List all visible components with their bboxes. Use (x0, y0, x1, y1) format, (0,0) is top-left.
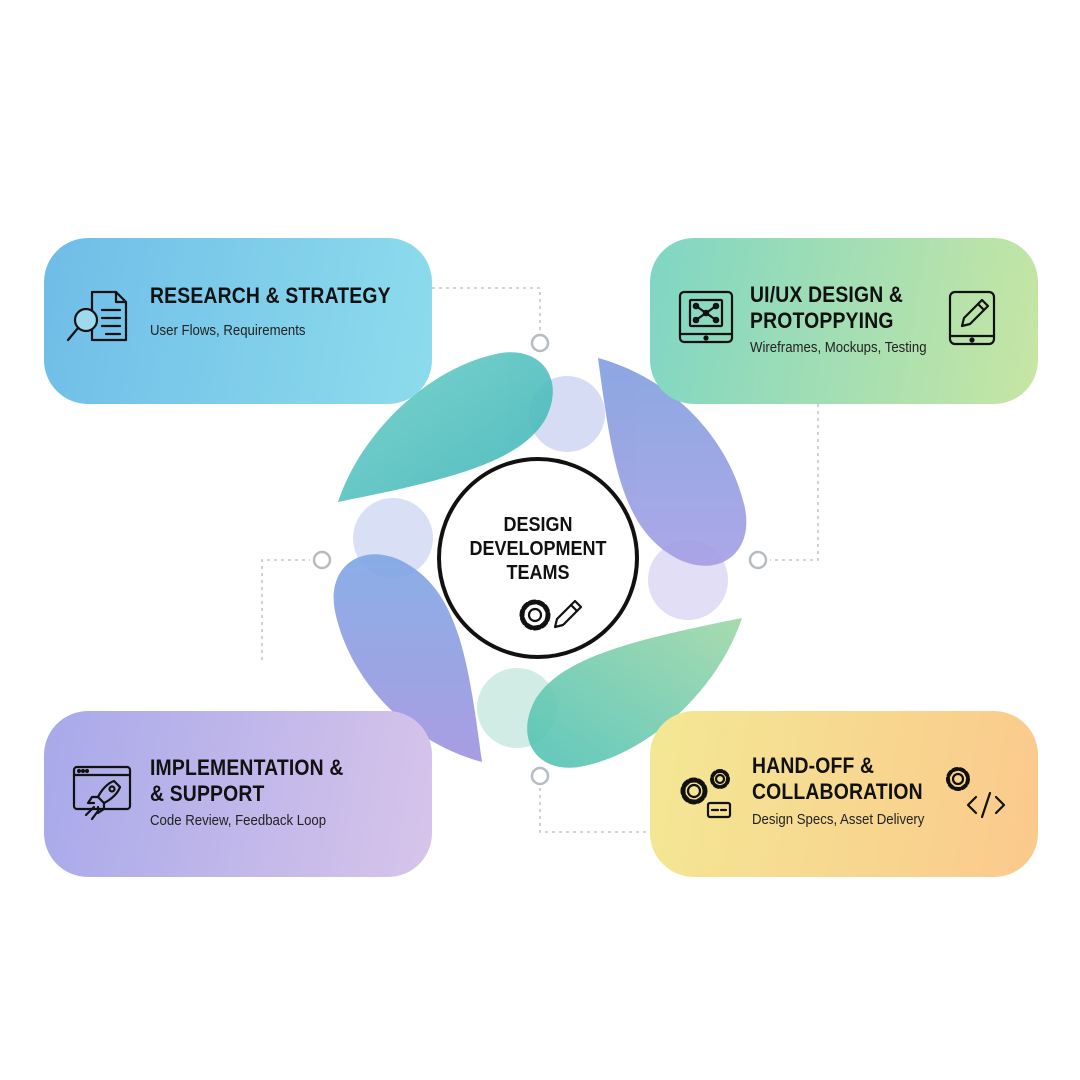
card-research-strategy: RESEARCH & STRATEGY User Flows, Requirem… (44, 238, 432, 404)
gears-icon (680, 769, 732, 819)
document-magnifier-icon (66, 290, 128, 342)
connector-nodes (312, 333, 768, 786)
petal-teal (338, 352, 553, 502)
card-title: HAND-OFF & COLLABORATION (752, 753, 923, 804)
petal-green (527, 618, 742, 768)
card-title: UI/UX DESIGN & PROTOPPYING (750, 282, 904, 333)
tablet-wireframe-icon (678, 290, 734, 344)
tablet-pencil-icon (948, 290, 996, 346)
card-title: RESEARCH & STRATEGY (150, 283, 391, 308)
card-subtitle: Wireframes, Mockups, Testing (750, 339, 927, 356)
card-subtitle: Design Specs, Asset Delivery (752, 811, 925, 828)
petals (333, 352, 747, 768)
connector-lines (261, 287, 819, 833)
card-uiux-design: UI/UX DESIGN & PROTOPPYING Wireframes, M… (650, 238, 1038, 404)
gear-pencil-icon (519, 599, 583, 631)
card-handoff-collaboration: HAND-OFF & COLLABORATION Design Specs, A… (650, 711, 1038, 877)
petal-blue (598, 358, 747, 566)
code-gear-icon (946, 767, 1006, 819)
hub-title: DESIGN DEVELOPMENT TEAMS (469, 514, 607, 584)
card-subtitle: User Flows, Requirements (150, 322, 306, 339)
center-hub: DESIGN DEVELOPMENT TEAMS (437, 457, 639, 659)
card-implementation-support: IMPLEMENTATION & & SUPPORT Code Review, … (44, 711, 432, 877)
card-title: IMPLEMENTATION & & SUPPORT (150, 755, 344, 806)
card-subtitle: Code Review, Feedback Loop (150, 812, 327, 829)
browser-rocket-icon (72, 765, 132, 821)
petal-purple (333, 554, 482, 762)
